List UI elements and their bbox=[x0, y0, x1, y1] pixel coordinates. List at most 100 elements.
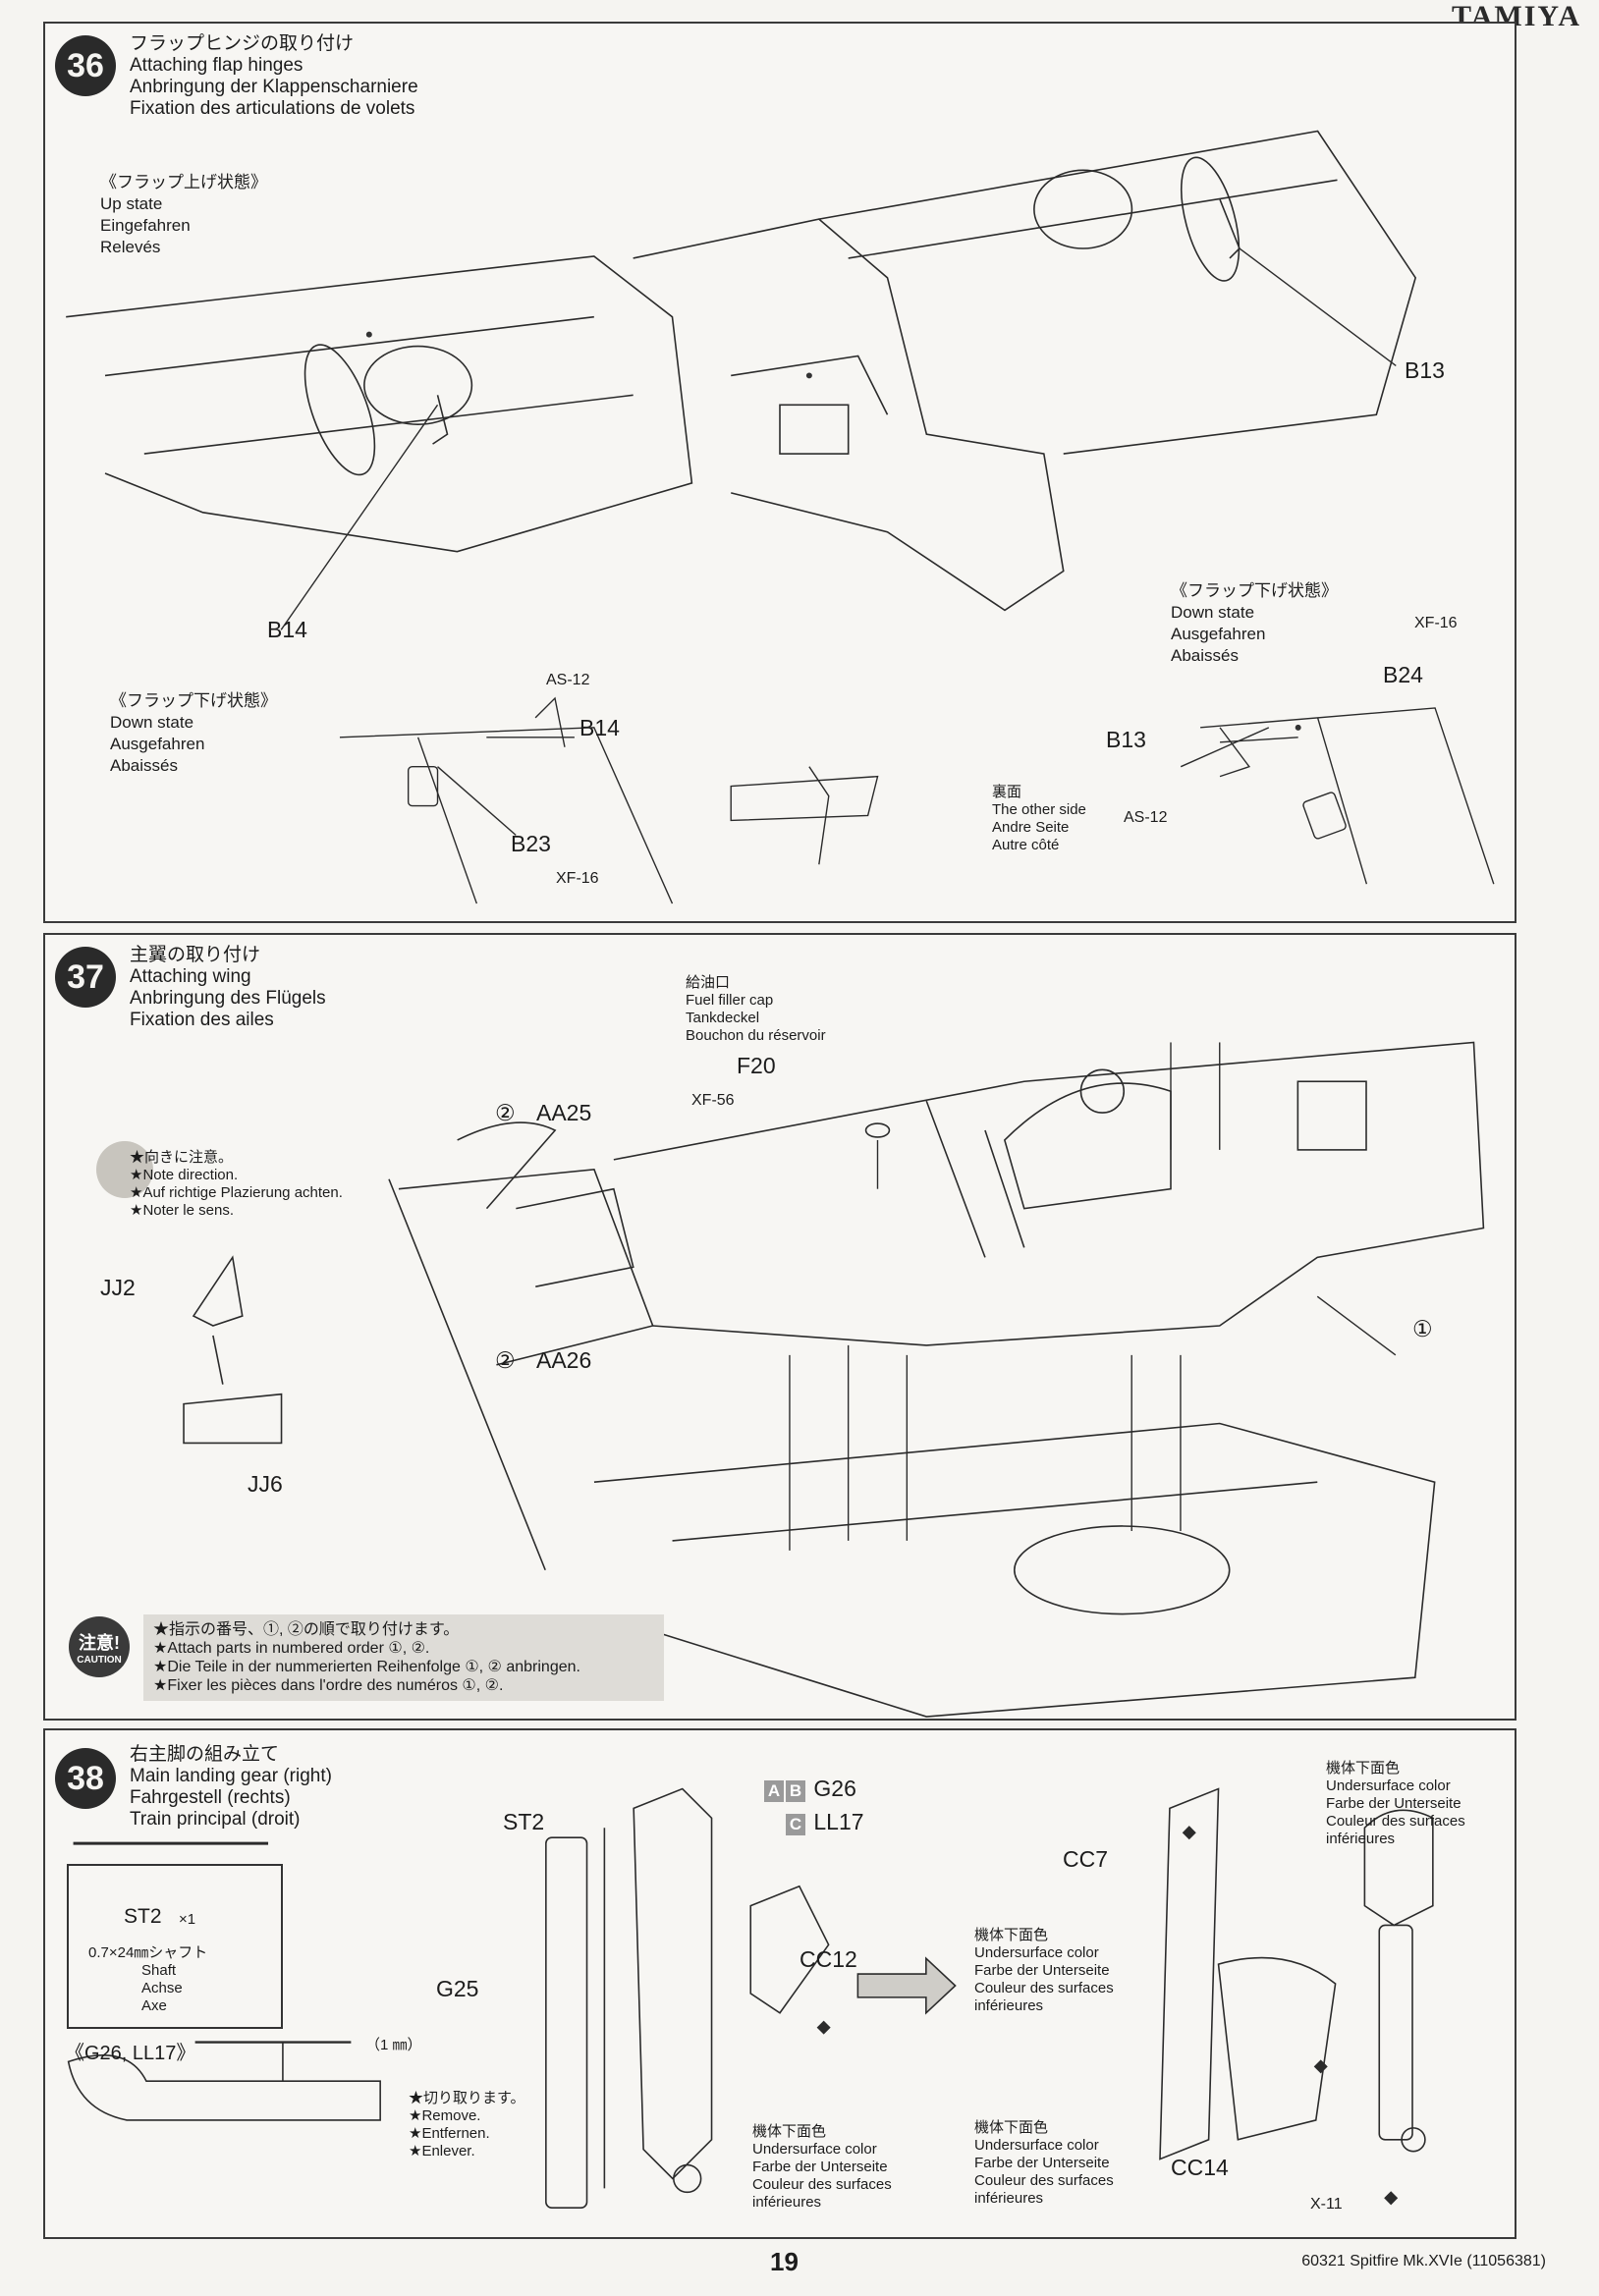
shaft-part-box: ST2 ×1 0.7×24㎜シャフト Shaft Achse Axe bbox=[67, 1864, 283, 2029]
variant-a-badge: A bbox=[764, 1780, 784, 1802]
caution-badge: 注意! CAUTION bbox=[69, 1616, 130, 1677]
note-highlight bbox=[96, 1141, 153, 1198]
underside3-de: Farbe der Unterseite bbox=[974, 2155, 1110, 2171]
part-cc7: CC7 bbox=[1063, 1846, 1109, 1872]
part-b14: B14 bbox=[267, 617, 307, 642]
variant-b-badge: B bbox=[786, 1780, 805, 1802]
shaft-size: 0.7×24㎜シャフト bbox=[88, 1944, 208, 1961]
note-direction-jp: ★向きに注意。 bbox=[130, 1149, 234, 1166]
part-g25: G25 bbox=[436, 1976, 479, 2001]
step-title-en: Attaching flap hinges bbox=[130, 55, 303, 76]
step-title-de: Anbringung des Flügels bbox=[130, 988, 326, 1009]
underside1-fr: Couleur des surfaces bbox=[752, 2176, 892, 2193]
underside1-en: Undersurface color bbox=[752, 2141, 877, 2158]
part-jj6: JJ6 bbox=[248, 1471, 283, 1497]
part-b13-detail: B13 bbox=[1106, 727, 1146, 752]
step-title-jp: 主翼の取り付け bbox=[130, 945, 261, 965]
step-36-illustration bbox=[66, 130, 1495, 904]
underside4-de: Farbe der Unterseite bbox=[1326, 1795, 1461, 1812]
part-cc14: CC14 bbox=[1171, 2155, 1229, 2180]
caution-note: ★指示の番号、①, ②の順で取り付けます。 ★Attach parts in n… bbox=[143, 1614, 664, 1701]
underside2-en: Undersurface color bbox=[974, 1944, 1099, 1961]
underside3-en: Undersurface color bbox=[974, 2137, 1099, 2154]
shaft-en: Shaft bbox=[141, 1962, 177, 1979]
underside4-en: Undersurface color bbox=[1326, 1777, 1451, 1794]
underside1-de: Farbe der Unterseite bbox=[752, 2159, 888, 2175]
step-title-fr: Fixation des ailes bbox=[130, 1010, 274, 1030]
up-state-de: Eingefahren bbox=[100, 216, 191, 235]
part-st2: ST2 bbox=[503, 1809, 545, 1834]
part-b24: B24 bbox=[1383, 662, 1423, 687]
part-jj2: JJ2 bbox=[100, 1275, 136, 1300]
up-state-en: Up state bbox=[100, 194, 163, 213]
down-state-left-fr: Abaissés bbox=[110, 756, 178, 775]
note-direction-en: ★Note direction. bbox=[130, 1167, 239, 1183]
step-37-illustration bbox=[183, 1041, 1485, 1718]
part-cc12: CC12 bbox=[800, 1946, 857, 1972]
underside3-fr2: inférieures bbox=[974, 2190, 1044, 2207]
caution-badge-en: CAUTION bbox=[77, 1654, 122, 1666]
step-title-jp: 右主脚の組み立て bbox=[130, 1744, 280, 1765]
shaft-de: Achse bbox=[141, 1980, 183, 1996]
caution-fr: ★Fixer les pièces dans l'ordre des numér… bbox=[153, 1677, 504, 1694]
shaft-qty: ×1 bbox=[179, 1911, 196, 1928]
order-2-aa25: ② bbox=[495, 1100, 516, 1125]
step-37-panel: 37 主翼の取り付け Attaching wing Anbringung des… bbox=[43, 933, 1516, 1721]
other-side-de: Andre Seite bbox=[992, 819, 1070, 836]
other-side-fr: Autre côté bbox=[992, 837, 1060, 853]
note-direction-de: ★Auf richtige Plazierung achten. bbox=[130, 1184, 343, 1201]
underside3-jp: 機体下面色 bbox=[974, 2119, 1049, 2136]
down-state-right-de: Ausgefahren bbox=[1171, 625, 1266, 643]
part-f20: F20 bbox=[737, 1053, 776, 1078]
underside4-jp: 機体下面色 bbox=[1326, 1760, 1401, 1777]
caution-en: ★Attach parts in numbered order ①, ②. bbox=[153, 1640, 430, 1657]
product-code: 60321 Spitfire Mk.XVIe (11056381) bbox=[1301, 2253, 1546, 2269]
up-state-fr: Relevés bbox=[100, 238, 161, 256]
underside3-fr: Couleur des surfaces bbox=[974, 2172, 1114, 2189]
caution-jp: ★指示の番号、①, ②の順で取り付けます。 bbox=[153, 1621, 460, 1638]
remove-en: ★Remove. bbox=[409, 2107, 481, 2124]
order-1: ① bbox=[1412, 1316, 1433, 1341]
paint-xf16-right: XF-16 bbox=[1414, 615, 1458, 631]
down-state-right-en: Down state bbox=[1171, 603, 1255, 622]
shaft-part-label: ST2 bbox=[124, 1905, 162, 1928]
step-title-en: Main landing gear (right) bbox=[130, 1766, 332, 1786]
fuel-cap-en: Fuel filler cap bbox=[686, 992, 774, 1009]
part-aa25: AA25 bbox=[536, 1100, 592, 1125]
down-state-left-en: Down state bbox=[110, 713, 194, 732]
note-direction-fr: ★Noter le sens. bbox=[130, 1202, 234, 1219]
underside4-fr: Couleur des surfaces bbox=[1326, 1813, 1465, 1830]
step-title-fr: Fixation des articulations de volets bbox=[130, 98, 415, 119]
remove-fr: ★Enlever. bbox=[409, 2143, 475, 2159]
underside2-fr: Couleur des surfaces bbox=[974, 1980, 1114, 1996]
underside1-fr2: inférieures bbox=[752, 2194, 822, 2211]
fuel-cap-fr: Bouchon du réservoir bbox=[686, 1027, 826, 1044]
mm-note: （1 ㎜） bbox=[365, 2037, 422, 2053]
other-side-en: The other side bbox=[992, 801, 1086, 818]
remove-jp: ★切り取ります。 bbox=[409, 2090, 525, 2106]
order-2-aa26: ② bbox=[495, 1347, 516, 1373]
part-g26: G26 bbox=[813, 1776, 856, 1801]
underside2-de: Farbe der Unterseite bbox=[974, 1962, 1110, 1979]
down-state-left-de: Ausgefahren bbox=[110, 735, 205, 753]
paint-as12-other: AS-12 bbox=[1124, 809, 1168, 826]
fuel-cap-de: Tankdeckel bbox=[686, 1010, 760, 1026]
other-side-jp: 裏面 bbox=[992, 784, 1022, 800]
step-36-panel: 36 フラップヒンジの取り付け Attaching flap hinges An… bbox=[43, 22, 1516, 923]
paint-as12: AS-12 bbox=[546, 672, 590, 688]
part-aa26: AA26 bbox=[536, 1347, 592, 1373]
step-number: 36 bbox=[55, 35, 116, 96]
step-title-jp: フラップヒンジの取り付け bbox=[130, 33, 355, 54]
part-b14-detail: B14 bbox=[579, 715, 620, 740]
paint-x11: X-11 bbox=[1310, 2196, 1343, 2213]
paint-xf16: XF-16 bbox=[556, 870, 599, 887]
down-state-right-jp: 《フラップ下げ状態》 bbox=[1171, 581, 1338, 600]
underside1-jp: 機体下面色 bbox=[752, 2123, 827, 2140]
underside4-fr2: inférieures bbox=[1326, 1831, 1396, 1847]
underside2-fr2: inférieures bbox=[974, 1997, 1044, 2014]
remove-de: ★Entfernen. bbox=[409, 2125, 490, 2142]
shaft-fr: Axe bbox=[141, 1997, 167, 2014]
up-state-jp: 《フラップ上げ状態》 bbox=[100, 173, 267, 191]
part-b23: B23 bbox=[511, 831, 551, 856]
